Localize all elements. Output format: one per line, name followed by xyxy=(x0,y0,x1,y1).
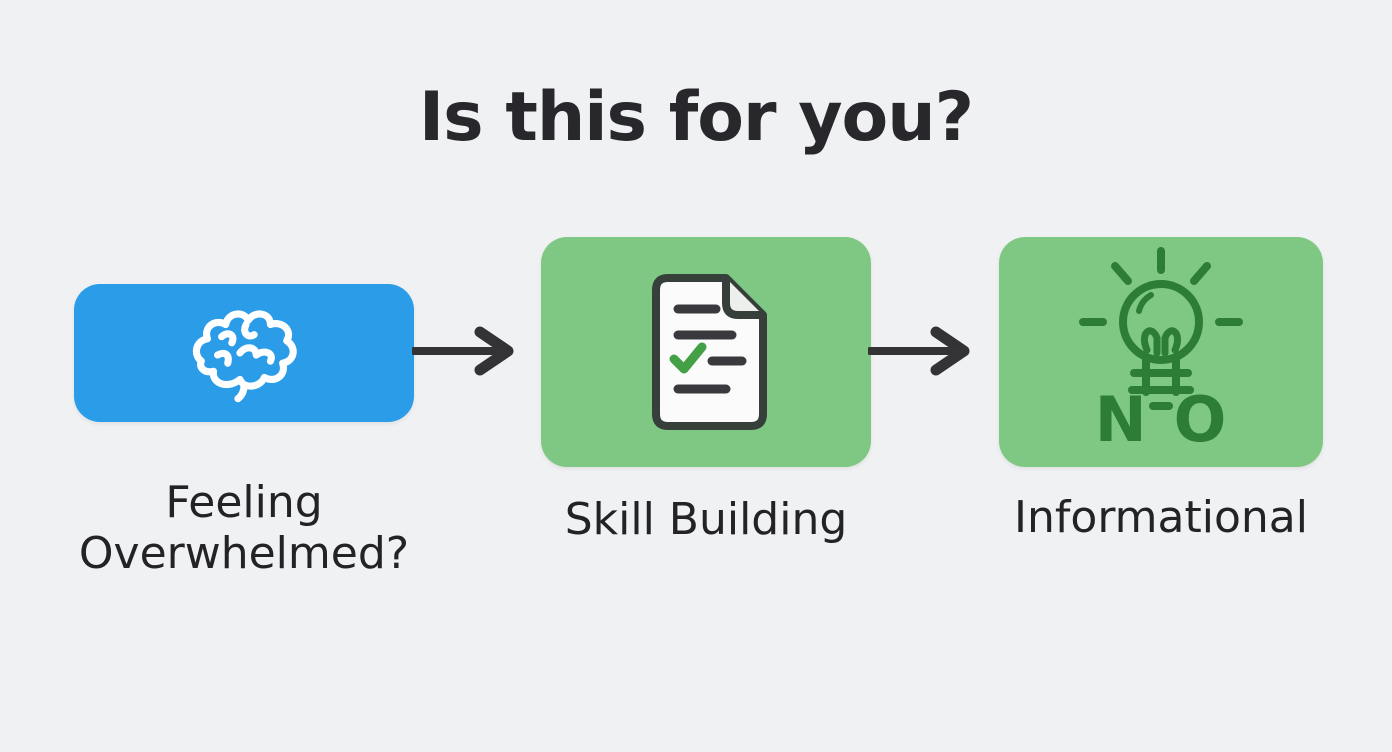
no-overlay-text: NO xyxy=(1094,382,1254,456)
step-box-informational: NO xyxy=(999,237,1323,467)
arrow-right-icon xyxy=(866,323,980,379)
brain-icon xyxy=(192,310,297,403)
step-label-feeling-overwhelmed: Feeling Overwhelmed? xyxy=(78,477,410,579)
lightbulb-rays-icon: NO xyxy=(1076,245,1246,460)
checkmark-icon xyxy=(669,342,707,374)
page-title: Is this for you? xyxy=(418,78,974,157)
arrow-right-icon xyxy=(410,323,524,379)
document-checklist-icon xyxy=(652,274,767,430)
step-label-skill-building: Skill Building xyxy=(564,494,848,545)
step-box-feeling-overwhelmed xyxy=(74,284,414,422)
step-box-skill-building xyxy=(541,237,871,467)
step-label-informational: Informational xyxy=(1014,492,1308,543)
